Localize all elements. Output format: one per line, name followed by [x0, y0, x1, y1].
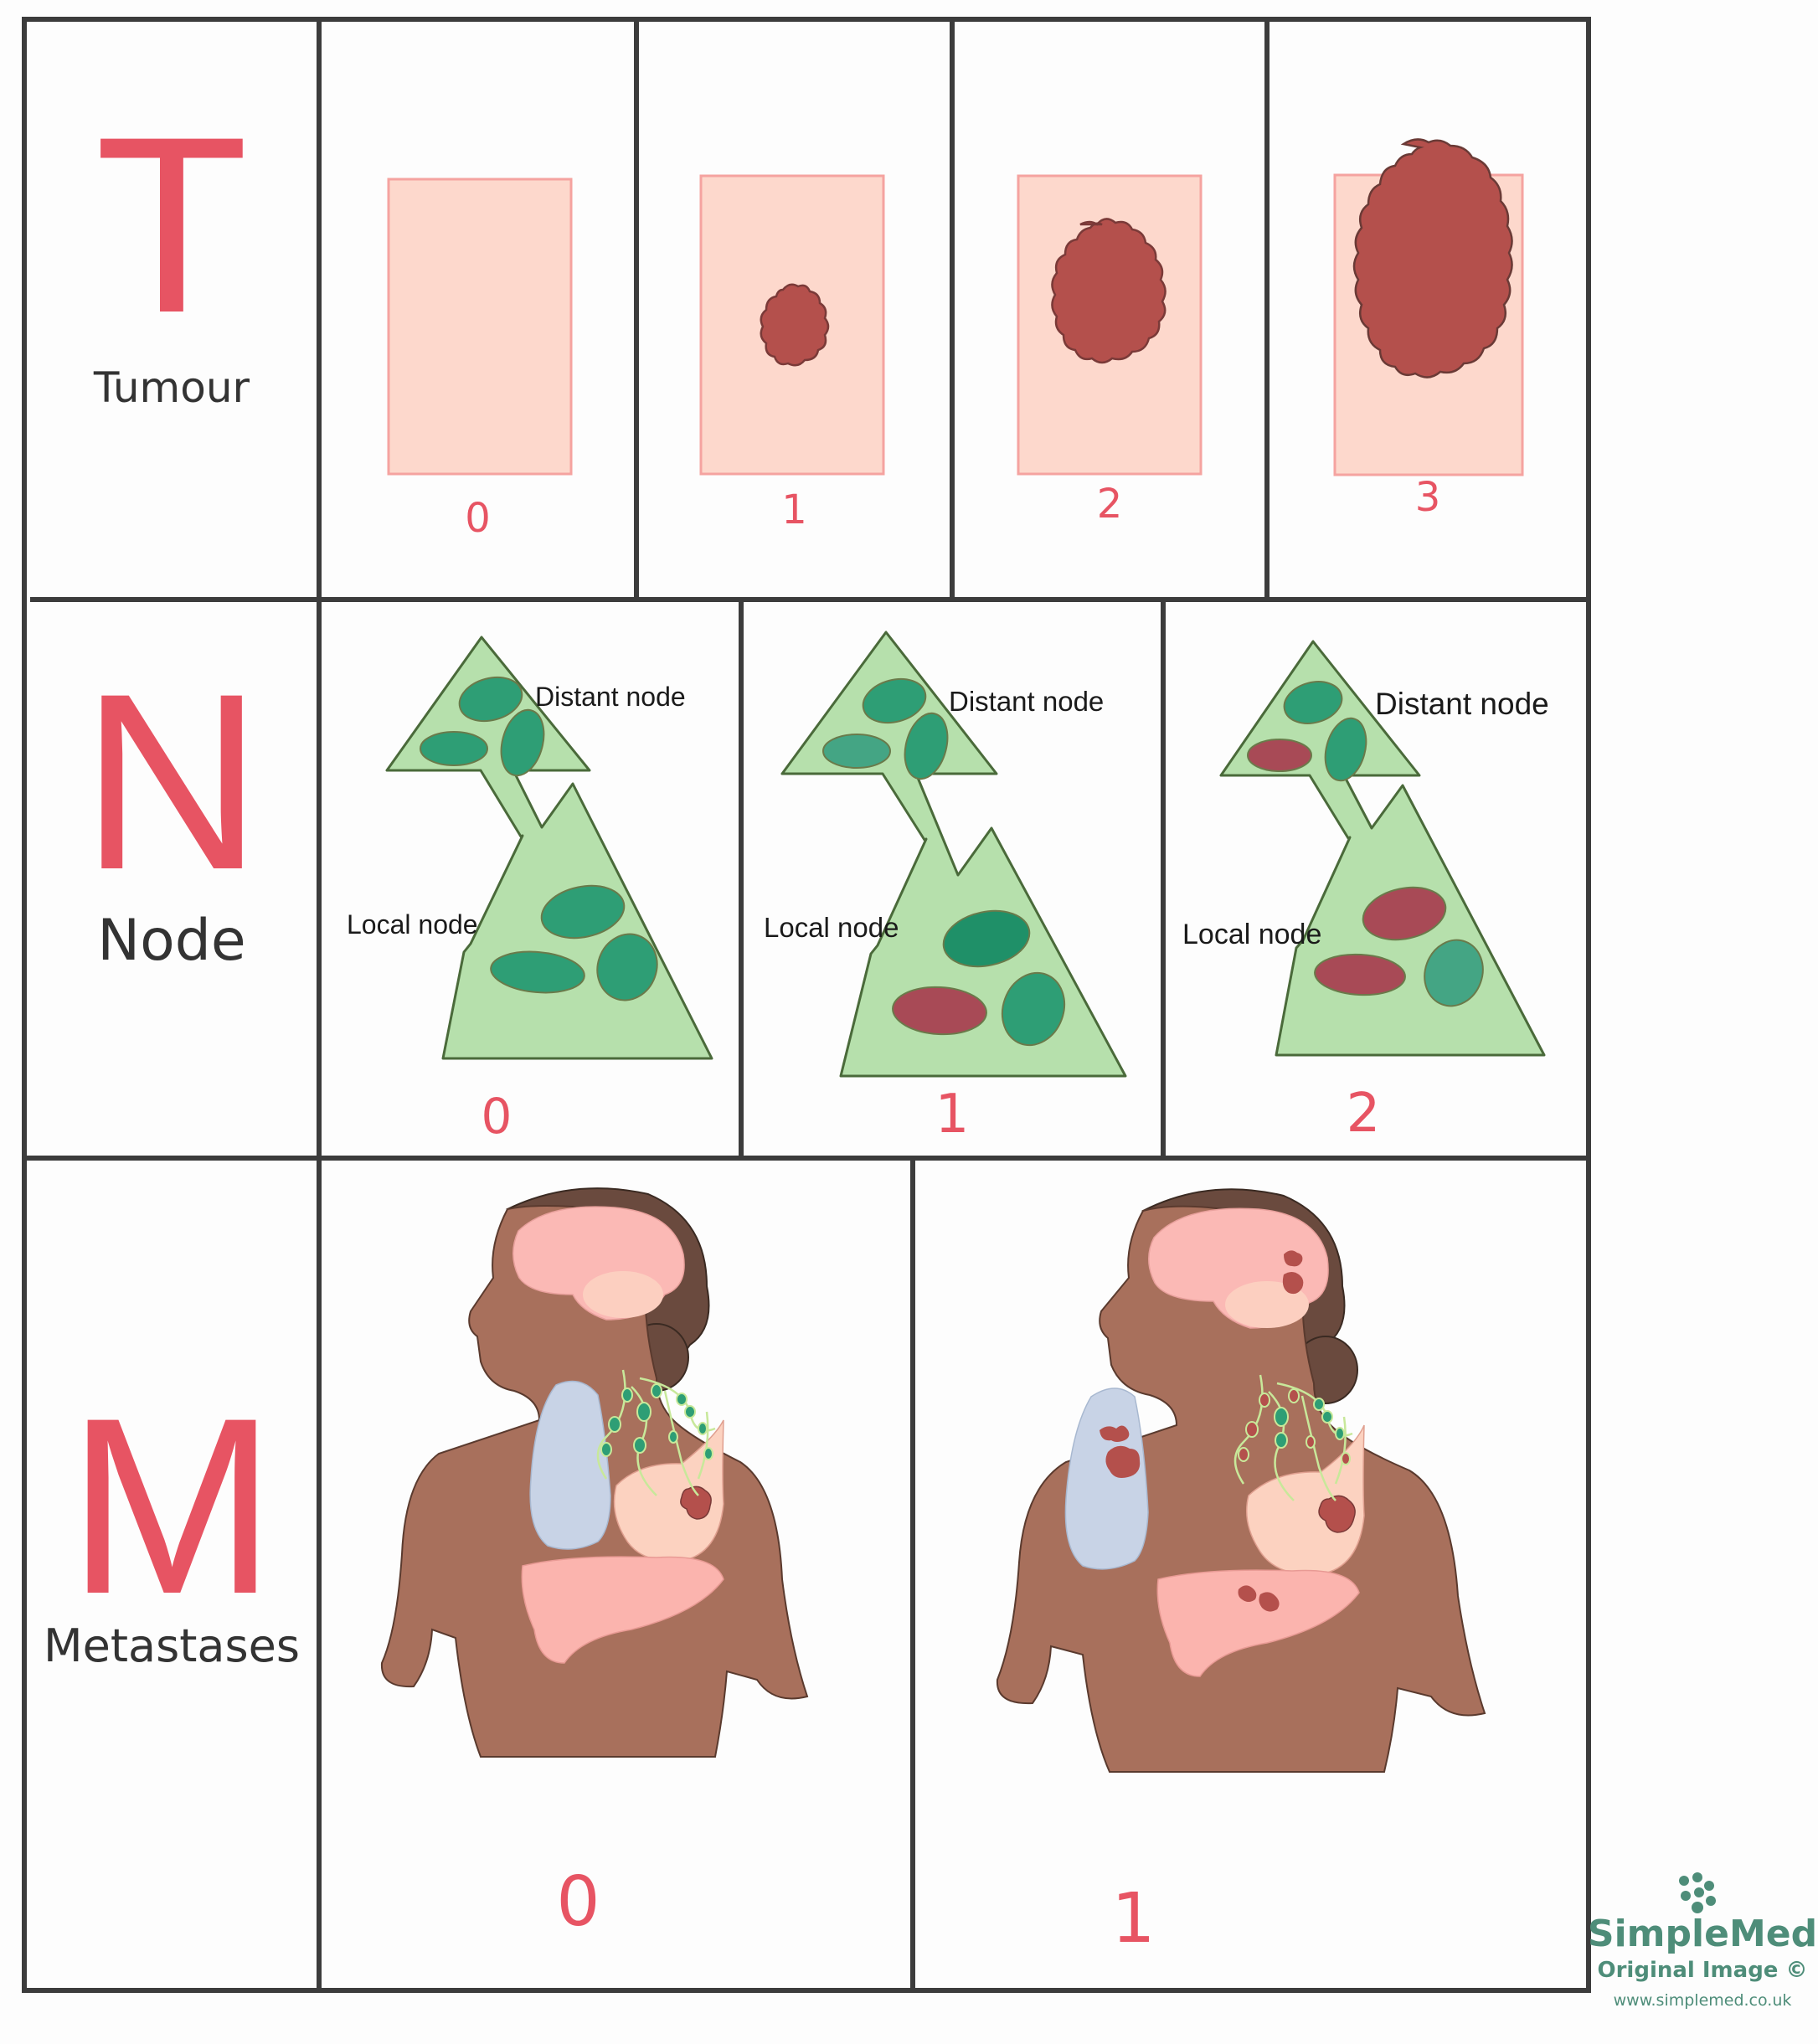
medium-tumour-icon [1017, 174, 1203, 476]
t-stage-3: 3 [1270, 22, 1586, 597]
grid-border-top [22, 17, 1591, 22]
t-stage-number: 0 [465, 495, 491, 542]
m-stage-1: 1 [915, 1161, 1586, 1988]
body-figure-metastatic-icon [996, 1188, 1486, 1773]
n-stage-0: Distant node Local node 0 [322, 602, 739, 1156]
grid-label-column-divider [317, 17, 322, 1993]
tissue-block-icon [387, 178, 573, 476]
lymph-node-diagram-icon: Distant node Local node [347, 636, 713, 1060]
m-label-cell: M Metastases [27, 1161, 317, 1988]
m-stage-number: 0 [556, 1862, 600, 1942]
n-stage-number: 2 [1346, 1083, 1381, 1145]
grid-border-left [22, 17, 27, 1993]
n-label-cell: N Node [27, 602, 317, 1156]
watermark-subtitle: Original Image © [1597, 1958, 1808, 1983]
simplemed-logo-icon [1679, 1872, 1716, 1913]
local-node-label: Local node [347, 909, 478, 940]
lymph-node-diagram-icon: Distant node Local node [764, 631, 1127, 1078]
m-row-label: Metastases [44, 1619, 300, 1672]
n-stage-2: Distant node Local node 2 [1166, 602, 1586, 1156]
t-row-label: Tumour [93, 363, 250, 412]
lymph-node-diagram-icon: Distant node Local node [1182, 640, 1549, 1057]
grid-border-right [1586, 17, 1591, 1993]
t-label-cell: T Tumour [27, 22, 317, 597]
t-stage-number: 3 [1414, 474, 1441, 521]
m-letter: M [67, 1365, 276, 1646]
n-row-label: Node [97, 908, 246, 974]
grid-m-divider-1 [910, 1158, 915, 1990]
t-stage-number: 2 [1096, 481, 1123, 528]
t-letter: T [95, 84, 249, 365]
watermark-brand: SimpleMed [1587, 1913, 1818, 1955]
grid-t-divider-1 [634, 17, 639, 600]
n-stage-number: 1 [935, 1084, 970, 1146]
large-tumour-icon [1333, 138, 1524, 476]
local-node-label: Local node [1182, 919, 1321, 950]
grid-t-divider-2 [950, 17, 955, 600]
body-figure-icon [380, 1187, 809, 1758]
grid-row-divider-1 [30, 597, 1589, 602]
t-stage-number: 1 [781, 487, 807, 533]
n-stage-1: Distant node Local node 1 [744, 602, 1161, 1156]
watermark: SimpleMed Original Image © www.simplemed… [1587, 1872, 1818, 2025]
small-tumour-icon [699, 174, 885, 476]
m-stage-0: 0 [322, 1161, 910, 1988]
t-stage-0: 0 [322, 22, 634, 597]
distant-node-label: Distant node [1375, 687, 1549, 721]
grid-n-divider-2 [1161, 600, 1166, 1159]
watermark-url: www.simplemed.co.uk [1613, 1991, 1792, 2010]
grid-n-divider-1 [739, 600, 744, 1159]
t-stage-1: 1 [639, 22, 950, 597]
n-letter: N [80, 641, 263, 922]
local-node-label: Local node [764, 912, 899, 943]
distant-node-label: Distant node [949, 686, 1104, 717]
distant-node-label: Distant node [535, 682, 686, 712]
grid-row-divider-2 [22, 1156, 1589, 1161]
n-stage-number: 0 [481, 1088, 512, 1145]
t-stage-2: 2 [955, 22, 1264, 597]
m-stage-number: 1 [1111, 1879, 1156, 1959]
grid-border-bottom [25, 1988, 1589, 1993]
grid-t-divider-3 [1264, 17, 1270, 600]
